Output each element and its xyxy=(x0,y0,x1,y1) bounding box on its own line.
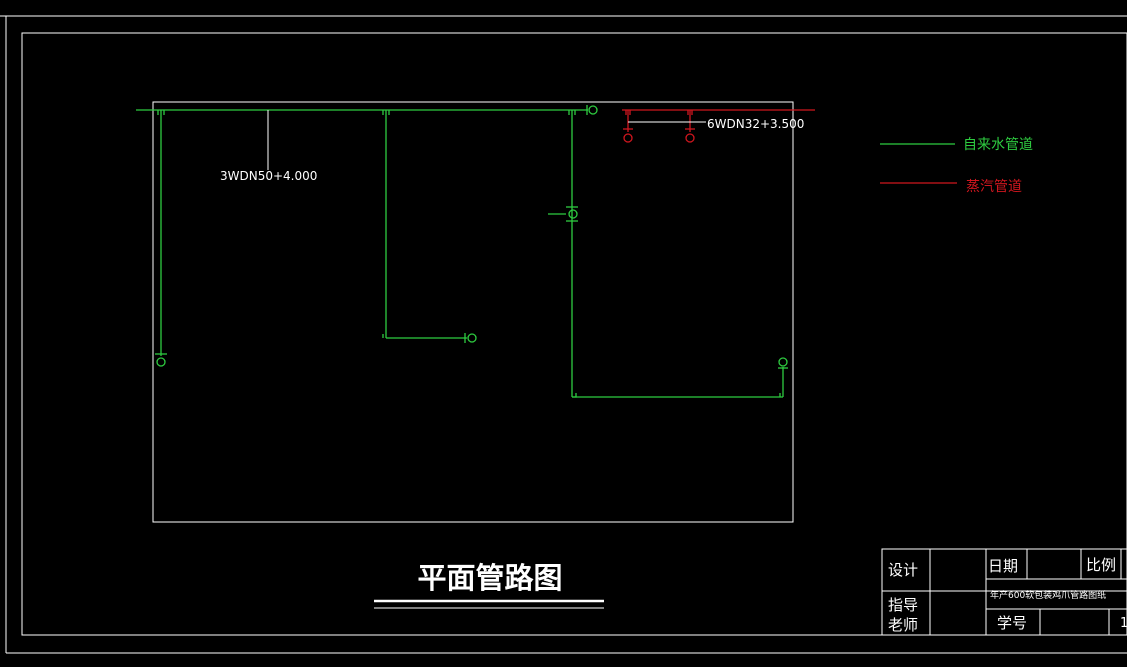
sheet-frame xyxy=(0,15,1127,654)
steam-pipe-network xyxy=(622,109,815,143)
student-id-label: 学号 xyxy=(997,614,1027,632)
drawing-title: 平面管路图 xyxy=(417,561,562,595)
scale-label: 比例 xyxy=(1086,556,1116,574)
steam-outlet-left xyxy=(623,133,633,143)
water-outlet-right xyxy=(778,357,788,367)
pipe-joint-marks xyxy=(157,110,781,398)
water-valve-outlet xyxy=(568,209,578,219)
water-main-spec-label: 3WDN50+4.000 xyxy=(220,169,317,183)
water-outlet-middle xyxy=(467,333,477,343)
inner-border xyxy=(21,32,1127,636)
pipe-legend: 自来水管道 蒸汽管道 xyxy=(880,137,1033,195)
steam-joint-marks xyxy=(625,110,693,115)
steam-main-spec-label: 6WDN32+3.500 xyxy=(707,117,804,131)
water-pipe-network xyxy=(136,105,788,398)
legend-steam-label: 蒸汽管道 xyxy=(966,179,1022,195)
advisor-label-line1: 指导 xyxy=(888,596,918,614)
drawing-title-block: 平面管路图 xyxy=(374,561,604,609)
project-name: 年产600软包装鸡爪管路图纸 xyxy=(990,589,1106,601)
water-outlet-left xyxy=(156,357,166,367)
plan-boundary xyxy=(152,101,794,523)
title-block-frame xyxy=(881,548,1127,636)
legend-water-label: 自来水管道 xyxy=(963,137,1033,153)
water-main-end-outlet xyxy=(588,105,598,115)
sheet-number: 1 xyxy=(1120,616,1127,631)
advisor-label-line2: 老师 xyxy=(888,616,918,634)
steam-outlet-right xyxy=(685,133,695,143)
title-block-table xyxy=(881,548,1127,636)
date-label: 日期 xyxy=(988,557,1018,575)
title-block-texts: 设计 日期 比例 指导 老师 年产600软包装鸡爪管路图纸 学号 1 xyxy=(888,556,1127,634)
pipe-annotations: 3WDN50+4.000 6WDN32+3.500 xyxy=(220,110,804,183)
design-label: 设计 xyxy=(888,561,918,579)
